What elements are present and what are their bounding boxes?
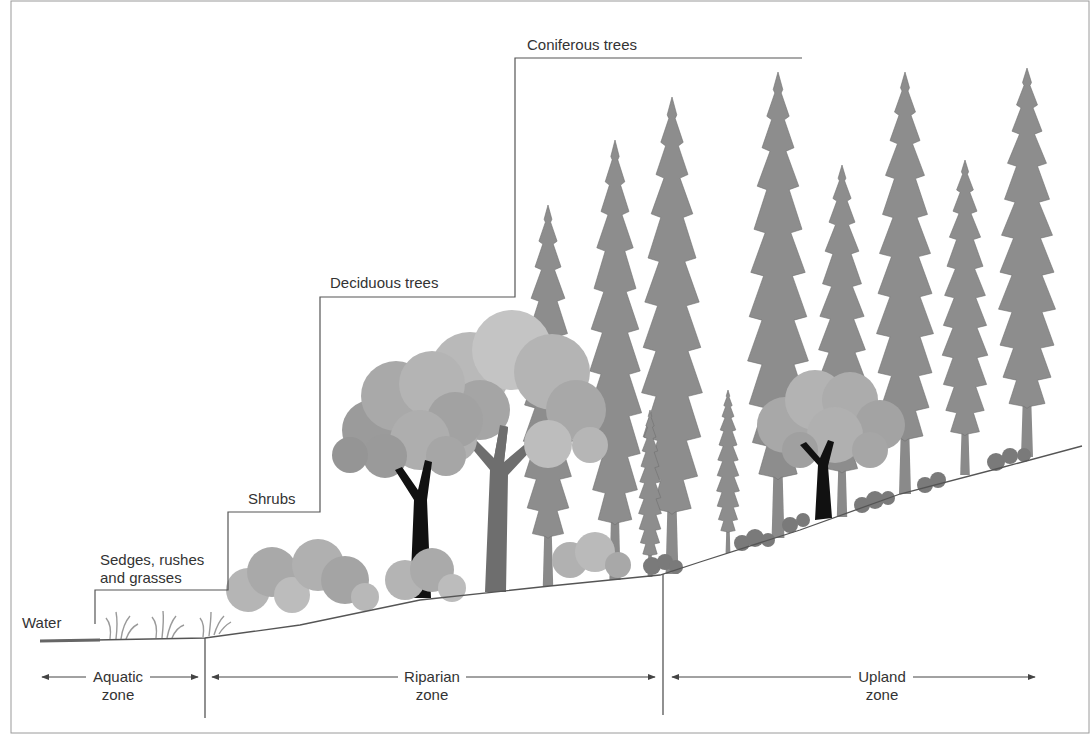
coniferous-trees <box>523 68 1055 586</box>
vegetation-label: Shrubs <box>248 490 296 508</box>
grasses <box>106 611 231 639</box>
water-label: Water <box>22 614 61 632</box>
vegetation-label: Deciduous trees <box>330 274 438 292</box>
vegetation-label: Coniferous trees <box>527 36 637 54</box>
zone-label: Aquatic zone <box>88 668 148 704</box>
shrubs <box>226 532 631 613</box>
vegetation-label: Sedges, rushes and grasses <box>100 551 210 587</box>
deciduous-tree <box>757 370 905 520</box>
zone-label: Riparian zone <box>400 668 464 704</box>
zone-divider <box>204 638 205 718</box>
frame <box>11 1 1089 733</box>
zone-label: Upland zone <box>853 668 911 704</box>
zone-divider <box>662 574 663 715</box>
ground-line <box>40 446 1082 641</box>
water-surface <box>40 640 100 641</box>
undergrowth <box>643 448 1031 575</box>
step-outline <box>95 58 802 624</box>
